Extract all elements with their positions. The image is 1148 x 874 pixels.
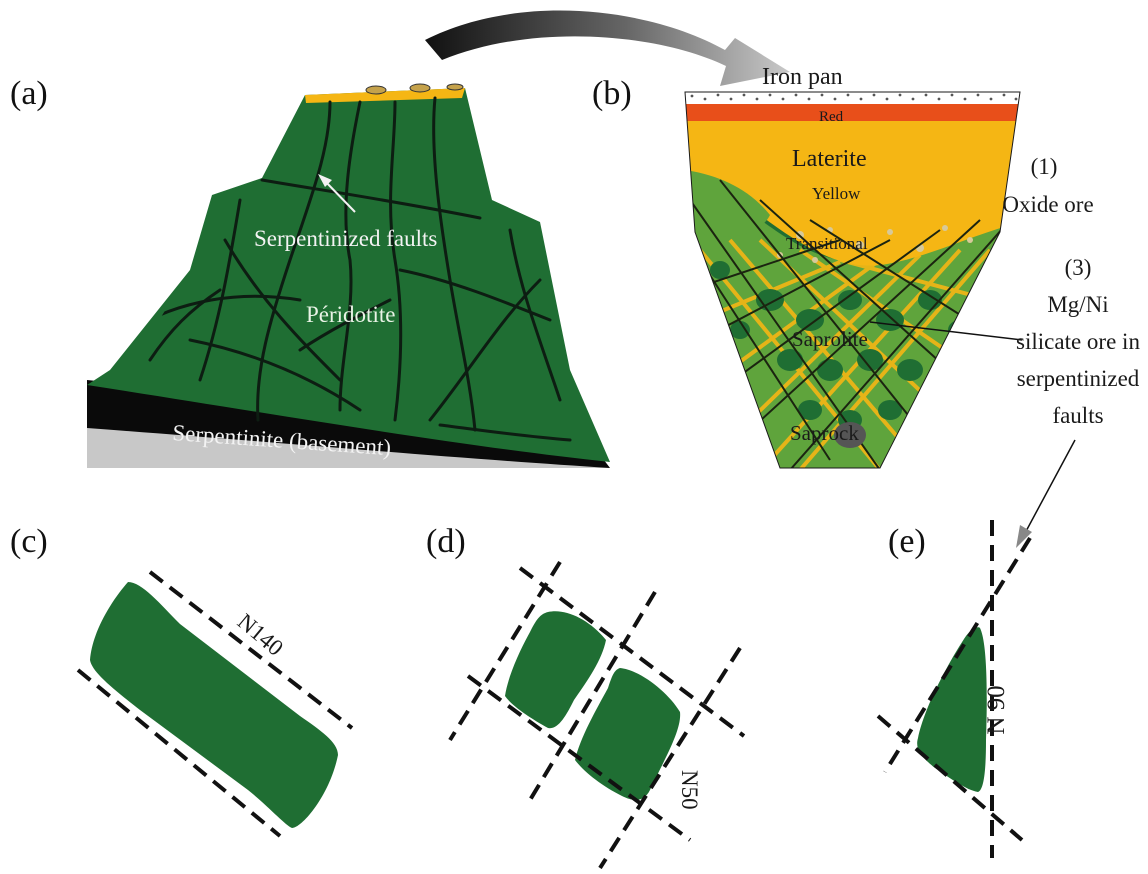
saprock-label: Saprock: [790, 421, 859, 445]
panel-e-orientation: N 90: [983, 685, 1010, 734]
panel-e-block: [876, 520, 1032, 858]
panel-c-block: [76, 570, 354, 838]
panel-d-orientation: N50: [677, 770, 702, 810]
silicate-ore-line2: silicate ore in: [1016, 329, 1140, 354]
panel-c-label: (c): [10, 523, 48, 560]
oxide-ore-number: (1): [1031, 154, 1058, 179]
silicate-ore-line4: faults: [1052, 403, 1103, 428]
transition-arrow: [425, 10, 790, 87]
faults-to-e-arrow: [1016, 439, 1076, 548]
yellow-label: Yellow: [812, 184, 861, 203]
panel-c-orientation: N140: [233, 609, 288, 661]
silicate-ore-line3: serpentinized: [1017, 366, 1140, 391]
saprolite-label: Saprolite: [792, 327, 868, 351]
peridotite-label: Péridotite: [306, 302, 395, 327]
iron-pan-label: Iron pan: [762, 64, 843, 90]
panel-a-label: (a): [10, 75, 48, 112]
silicate-ore-number: (3): [1065, 255, 1092, 280]
laterite-label: Laterite: [792, 146, 867, 172]
serpentinized-faults-label: Serpentinized faults: [254, 226, 437, 251]
panel-d-label: (d): [426, 523, 466, 560]
peridotite-body: [87, 88, 610, 462]
panel-e-label: (e): [888, 523, 926, 560]
transitional-label: Transitional: [786, 234, 868, 253]
panel-b-label: (b): [592, 75, 632, 112]
panel-d-blocks: [448, 560, 746, 870]
oxide-ore-label: Oxide ore: [1002, 192, 1093, 217]
red-label: Red: [819, 109, 844, 125]
silicate-ore-line1: Mg/Ni: [1047, 292, 1108, 317]
panel-a-mountain: [87, 83, 610, 468]
